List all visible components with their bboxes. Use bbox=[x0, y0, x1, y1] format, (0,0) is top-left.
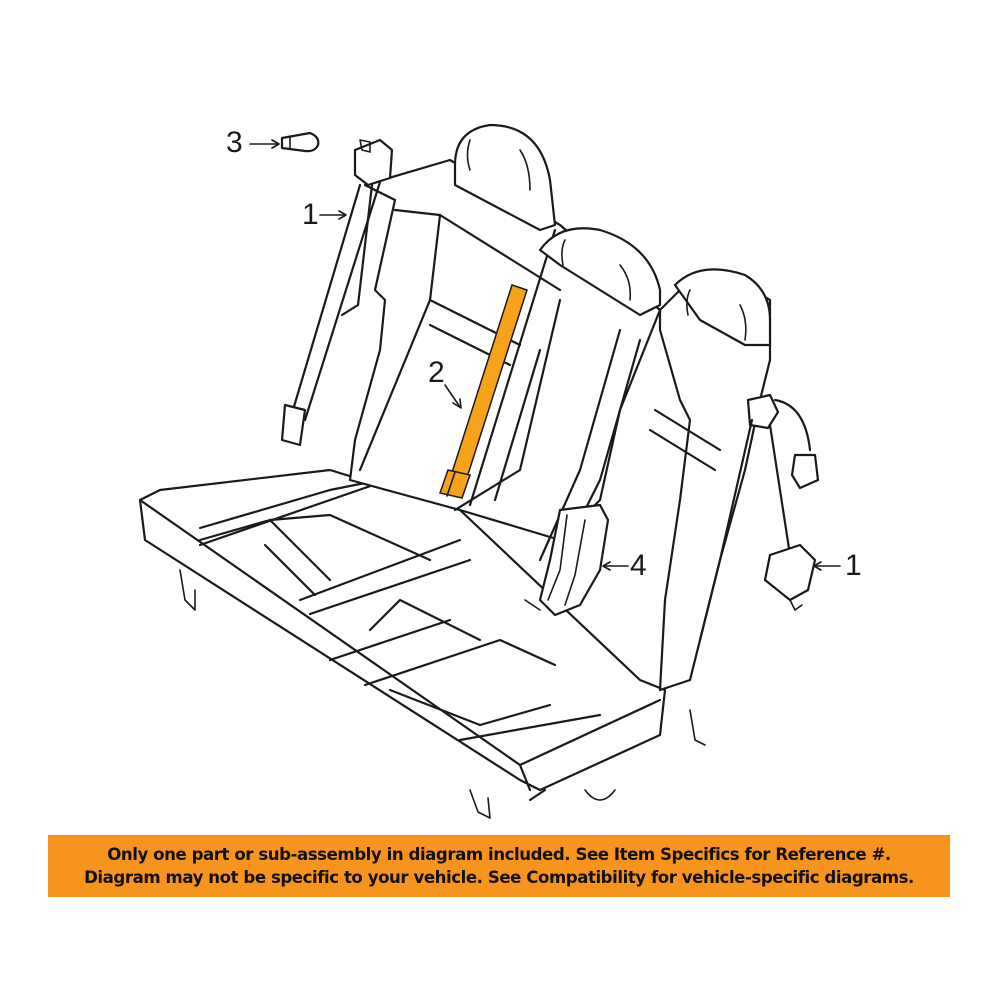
callout-2: 2 bbox=[428, 356, 445, 389]
left-retractor-belt bbox=[280, 138, 394, 447]
bolt bbox=[280, 131, 320, 153]
right-seat-belt bbox=[698, 393, 820, 642]
callout-3: 3 bbox=[226, 126, 243, 159]
callout-1-right: 1 bbox=[845, 549, 862, 582]
center-seat-belt-highlighted bbox=[439, 284, 528, 499]
seat-cushion bbox=[138, 453, 706, 819]
disclaimer-line-1: Only one part or sub-assembly in diagram… bbox=[107, 845, 891, 864]
disclaimer-line-2: Diagram may not be specific to your vehi… bbox=[84, 868, 914, 887]
seat-belt-parts-diagram bbox=[138, 123, 841, 819]
callout-4: 4 bbox=[630, 549, 647, 582]
disclaimer-banner: Only one part or sub-assembly in diagram… bbox=[48, 835, 950, 897]
callout-1-left: 1 bbox=[302, 198, 319, 231]
center-buckle bbox=[524, 503, 610, 617]
callout-leaders bbox=[249, 139, 841, 571]
